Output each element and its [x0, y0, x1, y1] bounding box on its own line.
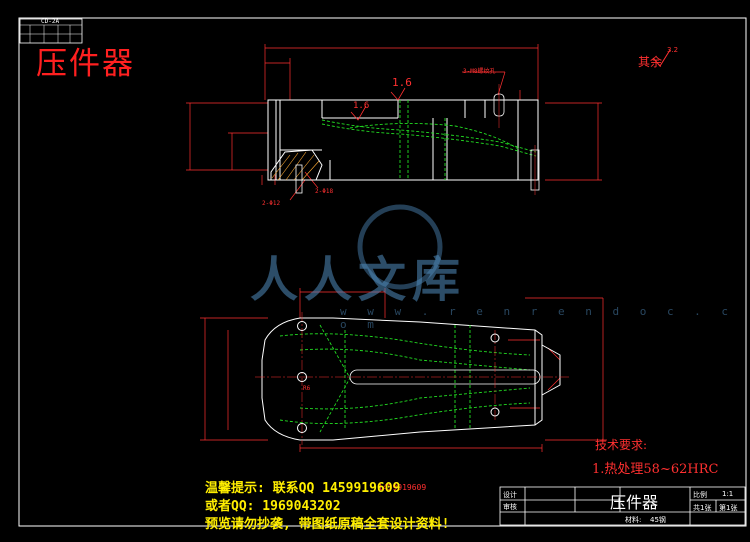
hole-callout-3: 2-Φ18 [315, 188, 334, 195]
stamp-code: CD-2A [41, 18, 60, 25]
front-hidden-lines [321, 100, 537, 180]
tb-scale-label: 比例 [693, 491, 707, 499]
watermark-brand: 人人文库 [250, 252, 467, 308]
front-roughness-symbols [350, 87, 406, 121]
front-dimensions [186, 44, 602, 201]
tb-material-label: 材料: [625, 516, 642, 524]
top-holes [297, 321, 500, 433]
tb-scale-value: 1:1 [722, 490, 734, 498]
top-hidden-lines [279, 324, 531, 433]
top-centerlines [255, 312, 570, 445]
watermark-url: w w w . r e n r e n d o c . c o m [340, 305, 736, 331]
tb-part-name: 压件器 [610, 493, 659, 512]
roughness-symbol-general [652, 49, 671, 67]
top-view [200, 288, 607, 452]
notice-line-2: 或者QQ: 1969043202 [205, 499, 341, 514]
top-roughness-value: 1.6 [392, 76, 412, 89]
red-overlay-note: 1459919609 [378, 483, 427, 492]
tb-design-label: 设计 [503, 491, 517, 499]
sheet-border [18, 17, 747, 527]
inner-roughness-value: 1.6 [353, 101, 370, 111]
watermark-ring [357, 204, 443, 290]
front-view [186, 44, 602, 201]
title-block [499, 486, 746, 526]
roughness-note: 其余 [638, 55, 663, 69]
top-outline [261, 317, 561, 441]
notice-line-1: 温馨提示: 联系QQ 1459919609 [205, 481, 401, 496]
tb-sheets-label: 共1张 [693, 504, 712, 512]
notice-line-3: 预览请勿抄袭, 带图纸原稿全套设计资料! [205, 517, 450, 532]
hole-callout-1: 3-M8螺纹孔 [463, 68, 496, 75]
stamp-box [19, 18, 83, 44]
tb-material-value: 45钢 [650, 516, 666, 524]
radius-callout: R6 [303, 385, 311, 392]
drawing-title: 压件器 [36, 46, 135, 82]
front-outline [267, 99, 539, 181]
tb-sheet-label: 第1张 [719, 504, 738, 512]
tb-review-label: 审核 [503, 503, 517, 511]
front-hatch-section [270, 149, 323, 194]
tech-requirements-title: 技术要求: [595, 438, 648, 452]
hole-callout-2: 2-Φ12 [262, 200, 281, 207]
roughness-value: 3.2 [667, 46, 679, 54]
tech-requirement-item: 1.热处理58~62HRC [592, 462, 719, 477]
front-holes [493, 84, 540, 195]
